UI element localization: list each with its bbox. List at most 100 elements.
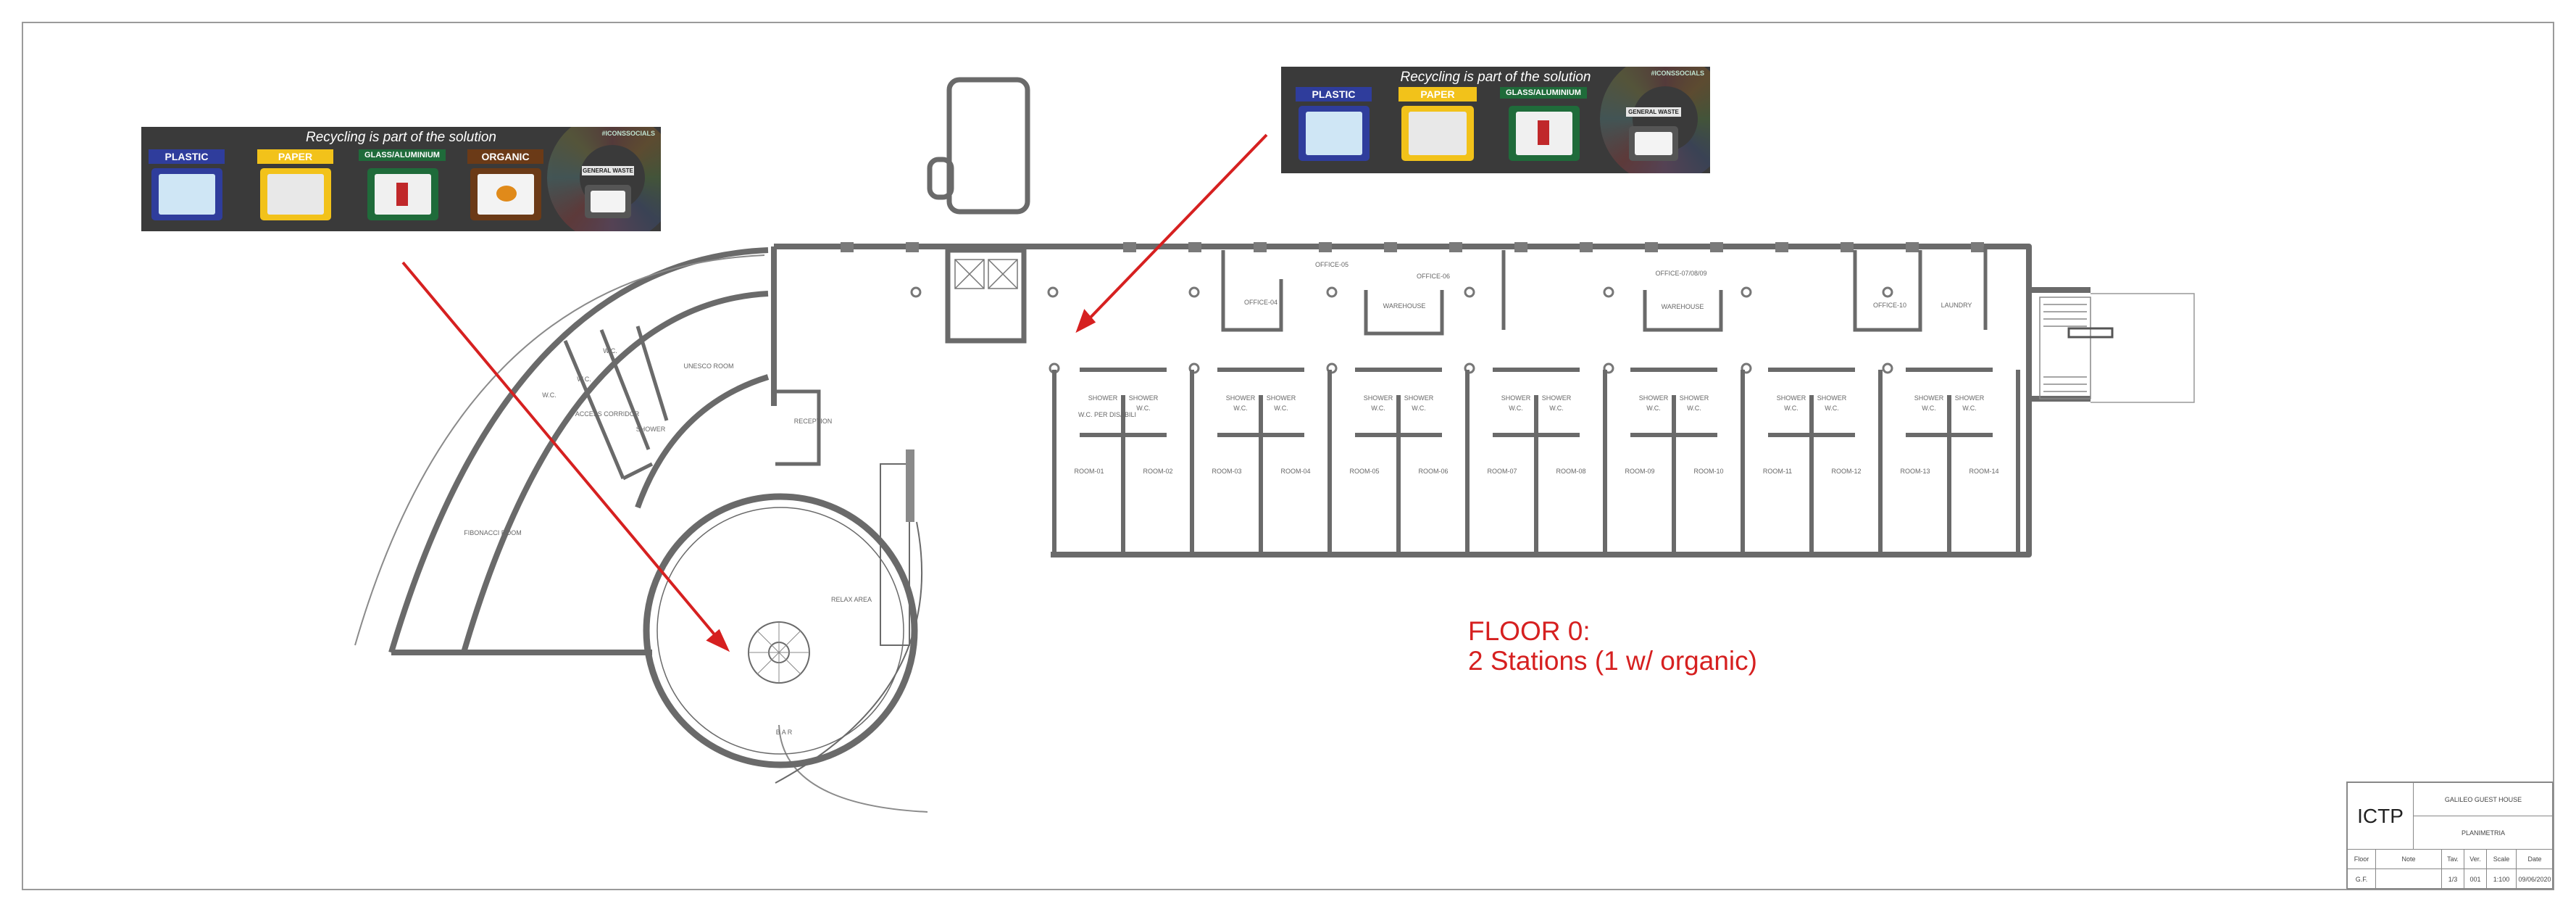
bin-glass: [367, 168, 438, 220]
label-office-05: OFFICE-05: [1315, 261, 1349, 268]
pillars: [910, 286, 1893, 374]
label-room-06: ROOM-06: [1418, 468, 1448, 475]
floor-note-line-2: 2 Stations (1 w/ organic): [1468, 646, 1757, 676]
room-labels: OFFICE-05 OFFICE-04 OFFICE-06 WAREHOUSE …: [464, 261, 1972, 736]
label-office-07: OFFICE-07/08/09: [1655, 270, 1706, 277]
glass-can-icon: [1516, 112, 1572, 155]
label-reception: RECEPTION: [794, 418, 833, 425]
banner-brand: #ICONSSOCIALS: [1651, 70, 1704, 77]
label-room-wc: W.C.: [1962, 405, 1977, 412]
office-partitions: [1221, 246, 1988, 336]
value-ver: 001: [2464, 869, 2487, 890]
label-room-wc: W.C.: [1784, 405, 1798, 412]
label-laundry: LAUNDRY: [1941, 302, 1972, 309]
service-rooms: [563, 326, 821, 481]
label-room-14: ROOM-14: [1969, 468, 1998, 475]
label-room-wc: W.C.: [1233, 405, 1248, 412]
label-room-shower: SHOWER: [1501, 394, 1531, 402]
label-room-shower: SHOWER: [1914, 394, 1944, 402]
stair-tower: [927, 77, 1030, 344]
bin-label-organic: ORGANIC: [467, 149, 543, 164]
bar-area: [643, 449, 922, 784]
label-room-07: ROOM-07: [1487, 468, 1517, 475]
bin-organic: [470, 168, 541, 220]
label-room-shower: SHOWER: [1129, 394, 1159, 402]
guest-rooms: [1052, 368, 2020, 555]
label-room-09: ROOM-09: [1625, 468, 1654, 475]
title-project: GALILEO GUEST HOUSE: [2413, 782, 2554, 816]
bin-glass: [1509, 106, 1580, 161]
label-shower: SHOWER: [636, 426, 666, 433]
label-room-05: ROOM-05: [1349, 468, 1379, 475]
label-fibonacci-room: FIBONACCI ROOM: [464, 529, 522, 536]
bin-label-paper: PAPER: [1399, 87, 1477, 101]
label-room-wc: W.C.: [1412, 405, 1426, 412]
label-room-wc: W.C.: [1371, 405, 1385, 412]
label-room-shower: SHOWER: [1777, 394, 1806, 402]
plastic-bottles-icon: [159, 174, 215, 215]
waste-slot-icon: [591, 191, 625, 212]
bin-paper: [1401, 106, 1474, 161]
bin-general-waste: [585, 185, 631, 218]
label-warehouse-2: WAREHOUSE: [1662, 303, 1704, 310]
spiral-stair: [749, 622, 809, 683]
value-tav: 1/3: [2441, 869, 2464, 890]
value-scale: 1:100: [2486, 869, 2517, 890]
label-room-shower: SHOWER: [1639, 394, 1669, 402]
label-wc-3: W.C.: [542, 391, 557, 399]
label-office-10: OFFICE-10: [1873, 302, 1906, 309]
label-room-wc: W.C.: [1687, 405, 1701, 412]
label-room-wc: W.C.: [1274, 405, 1288, 412]
bin-label-paper: PAPER: [257, 149, 333, 164]
label-bar: B A R: [776, 729, 793, 736]
label-warehouse-1: WAREHOUSE: [1383, 302, 1426, 310]
label-room-shower: SHOWER: [1955, 394, 1985, 402]
outer-arcs: [354, 254, 928, 813]
label-room-wc: W.C.: [1136, 405, 1151, 412]
label-room-wc: W.C.: [1825, 405, 1839, 412]
bin-label-general-waste: GENERAL WASTE: [582, 166, 634, 175]
label-room-wc: W.C.: [1922, 405, 1936, 412]
title-block: ICTP GALILEO GUEST HOUSE PLANIMETRIA Flo…: [2346, 782, 2554, 890]
banner-slogan: Recycling is part of the solution: [306, 130, 496, 145]
value-note: [2375, 869, 2442, 890]
label-access-corridor: ACCESS CORRIDOR: [575, 410, 640, 418]
value-floor: G.F.: [2347, 869, 2376, 890]
label-room-shower: SHOWER: [1817, 394, 1847, 402]
label-wc-1: W.C.: [603, 347, 617, 355]
header-scale: Scale: [2486, 849, 2517, 869]
facade-columns: [841, 242, 1984, 252]
banner-slogan: Recycling is part of the solution: [1400, 70, 1591, 85]
newspaper-icon: [1409, 112, 1467, 155]
external-stair: [2039, 293, 2195, 403]
label-room-02: ROOM-02: [1143, 468, 1172, 475]
floor-note-line-1: FLOOR 0:: [1468, 616, 1591, 646]
plastic-bottles-icon: [1306, 112, 1362, 155]
label-room-shower: SHOWER: [1226, 394, 1256, 402]
label-room-12: ROOM-12: [1831, 468, 1861, 475]
waste-slot-icon: [1635, 132, 1672, 155]
label-room-01: ROOM-01: [1074, 468, 1104, 475]
label-room-shower: SHOWER: [1267, 394, 1296, 402]
label-room-shower: SHOWER: [1542, 394, 1572, 402]
bin-paper: [260, 168, 331, 220]
title-drawing: PLANIMETRIA: [2413, 816, 2554, 850]
label-relax-area: RELAX AREA: [831, 596, 872, 603]
label-room-shower: SHOWER: [1364, 394, 1393, 402]
title-logo: ICTP: [2347, 782, 2414, 850]
glass-can-icon: [375, 174, 431, 215]
header-tav: Tav.: [2441, 849, 2464, 869]
bin-label-glass: GLASS/ALUMINIUM: [1500, 87, 1587, 99]
label-room-13: ROOM-13: [1900, 468, 1930, 475]
label-accessible-wc: W.C. PER DISABILI: [1078, 411, 1136, 418]
label-office-06: OFFICE-06: [1417, 273, 1450, 280]
bin-plastic: [1299, 106, 1370, 161]
recycling-station-banner-1: Recycling is part of the solution #ICONS…: [141, 127, 661, 231]
bin-label-plastic: PLASTIC: [1296, 87, 1372, 101]
label-room-10: ROOM-10: [1693, 468, 1723, 475]
elevator-cabins: [954, 259, 1018, 289]
label-room-11: ROOM-11: [1763, 468, 1792, 475]
header-ver: Ver.: [2464, 849, 2487, 869]
